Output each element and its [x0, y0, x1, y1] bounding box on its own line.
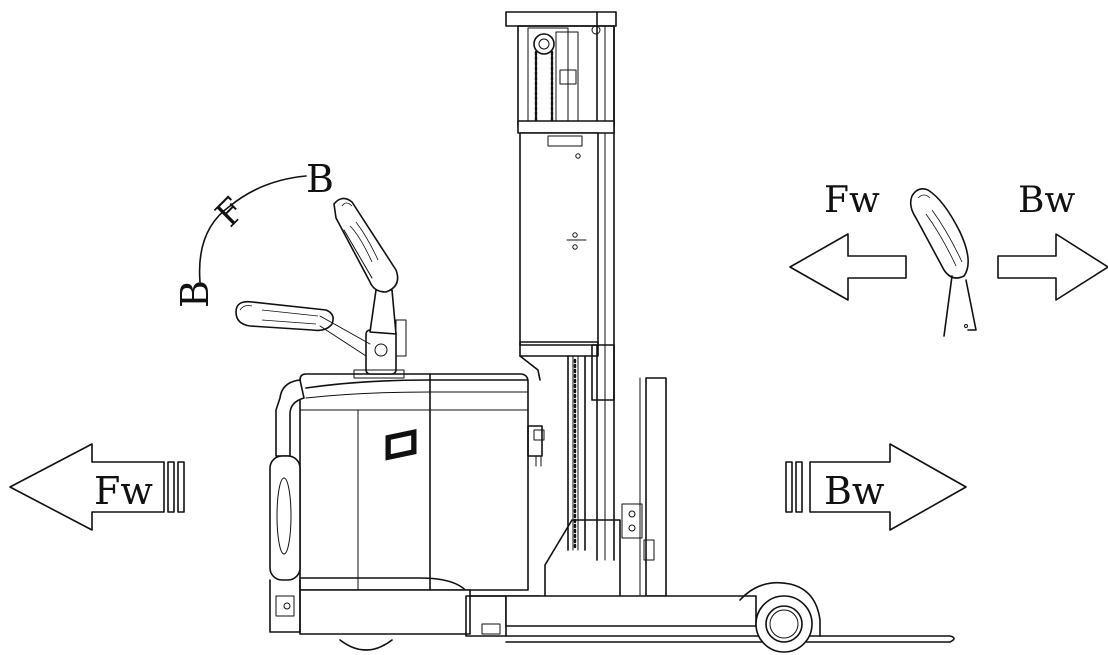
fork-tine [505, 635, 955, 643]
rear-handle [269, 455, 301, 581]
inset-forward-label: Fw [824, 180, 880, 221]
fork-backrest [645, 377, 667, 597]
tiller-pivot [365, 329, 397, 375]
arc-label-top: B [306, 157, 334, 201]
truck-backward-indicator: Bw [785, 443, 967, 531]
drive-wheel [339, 639, 393, 651]
arc-label-bottom: B [173, 280, 217, 308]
mast-top-cap [505, 11, 617, 27]
inset-backward-label: Bw [1018, 180, 1075, 221]
truck-forward-label: Fw [94, 469, 153, 513]
tiller-angle-arc: B F B [173, 157, 334, 308]
chassis [299, 373, 529, 591]
truck-forward-arrow [9, 443, 165, 531]
inset-forward-arrow [789, 233, 907, 301]
base-legs [505, 581, 955, 653]
tiller-head-upright [333, 197, 399, 293]
support-leg [505, 595, 757, 627]
mast-base [544, 519, 621, 599]
mast-upper-frame [517, 25, 615, 127]
truck-forward-indicator: Fw [9, 443, 185, 531]
mast [505, 11, 667, 599]
inset-backward-arrow [997, 233, 1108, 301]
truck-backward-arrow [809, 443, 967, 531]
truck-backward-label: Bw [824, 469, 885, 513]
mast-crossbar [517, 120, 615, 134]
tiller-direction-inset: Fw Bw [789, 180, 1108, 337]
carriage-box [519, 132, 599, 346]
rear-grip [275, 379, 305, 457]
mast-chain-assembly [527, 25, 601, 125]
inset-tiller-head [909, 188, 969, 279]
truck-body [269, 373, 545, 651]
load-wheel [755, 595, 813, 653]
arc-label-middle: F [208, 190, 253, 235]
vent-grill [385, 428, 417, 461]
arc-line [198, 175, 307, 283]
tiller-arm [235, 197, 407, 379]
